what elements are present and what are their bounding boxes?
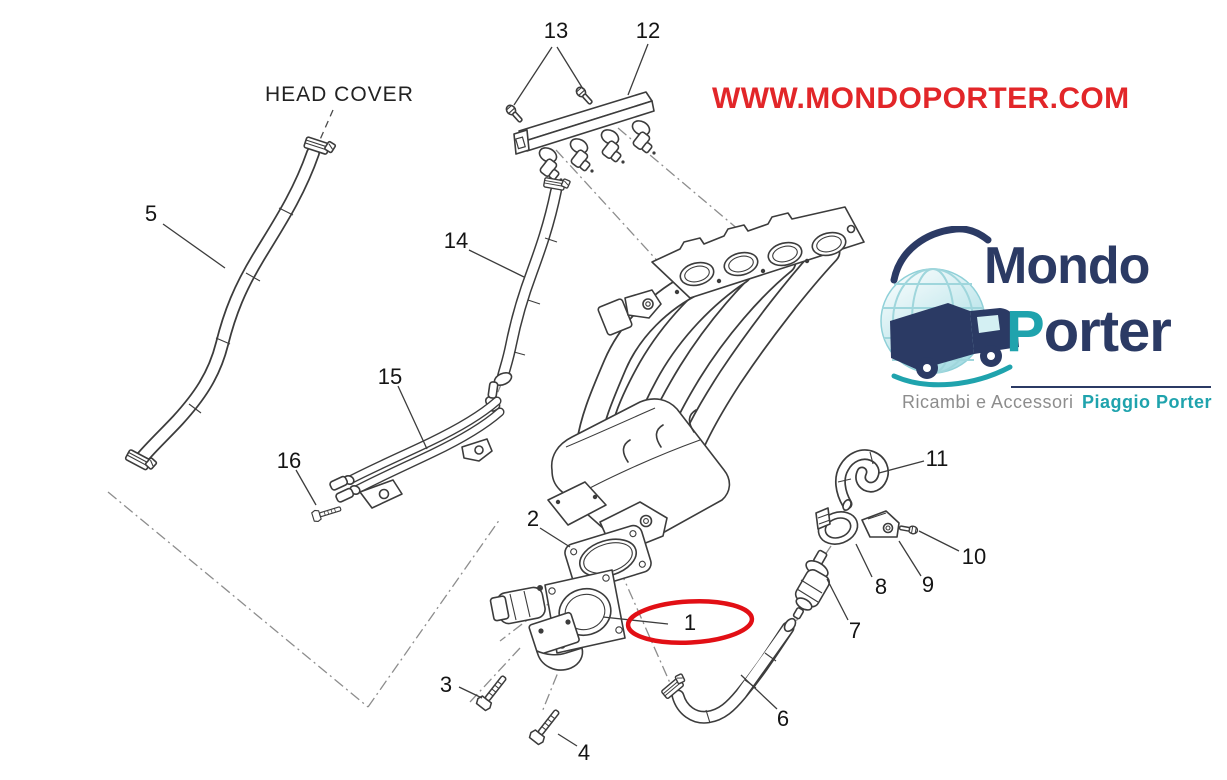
valve-part7 [792,549,830,620]
pipe-bracket [359,381,499,509]
callout-4: 4 [578,740,590,765]
logo-word-mondo: Mondo [984,237,1150,295]
callout-6: 6 [777,706,789,731]
callout-1: 1 [684,610,696,635]
callout-3: 3 [440,672,452,697]
vacuum-hose-part6 [658,617,797,724]
manifold-head-flange [651,206,865,299]
callout-10: 10 [962,544,986,569]
head-cover-label: HEAD COVER [265,83,414,106]
mondo-porter-logo: Mondo Porter Ricambi e Accessori Piaggio… [878,226,1218,426]
callout-numbers: 1 2 3 4 5 6 7 8 9 10 11 12 13 14 15 16 [145,18,986,765]
callout-9: 9 [922,572,934,597]
manifold-left-bracket [597,289,662,336]
logo-swoosh [890,226,992,284]
intake-manifold [547,206,865,547]
callout-5: 5 [145,201,157,226]
small-bolt-part10 [898,523,919,536]
callout-15: 15 [378,364,402,389]
callout-7: 7 [849,618,861,643]
highlight-ellipse-callout-1 [625,599,755,645]
logo-tagline-left: Ricambi e Accessori [902,392,1074,412]
callout-11: 11 [926,446,949,471]
website-url: WWW.MONDOPORTER.COM [712,82,1130,115]
vent-hose-part14 [484,174,572,412]
callout-leader-lines [162,43,960,747]
logo-tagline-right: Piaggio Porter [1082,392,1213,412]
mount-bolt-part3 [474,671,512,713]
logo-porter-initial: P [1006,299,1045,364]
callout-14: 14 [444,228,468,253]
bracket-bolt-part16 [310,502,343,524]
clamp-ring-part8 [815,507,859,545]
logo-word-porter: Porter [1006,298,1172,365]
logo-divider-line [1011,386,1211,388]
callout-13: 13 [544,18,568,43]
porter-van-icon [890,303,1019,388]
callout-16: 16 [277,448,301,473]
callout-8: 8 [875,574,887,599]
strap-bracket-part9 [861,510,900,538]
logo-porter-rest: orter [1043,299,1172,364]
metal-pipe-part15 [310,381,505,524]
callout-12: 12 [636,18,660,43]
throttle-body-part1 [489,569,626,671]
hook-clip-part11 [834,449,890,511]
fuel-rail-part12 [503,84,657,183]
mount-bolt-part4 [527,705,565,747]
manifold-plenum [547,398,731,547]
breather-hose-part5 [124,133,338,474]
logo-graphic [880,226,1019,388]
callout-2: 2 [527,506,539,531]
throttle-sensor [489,585,546,625]
